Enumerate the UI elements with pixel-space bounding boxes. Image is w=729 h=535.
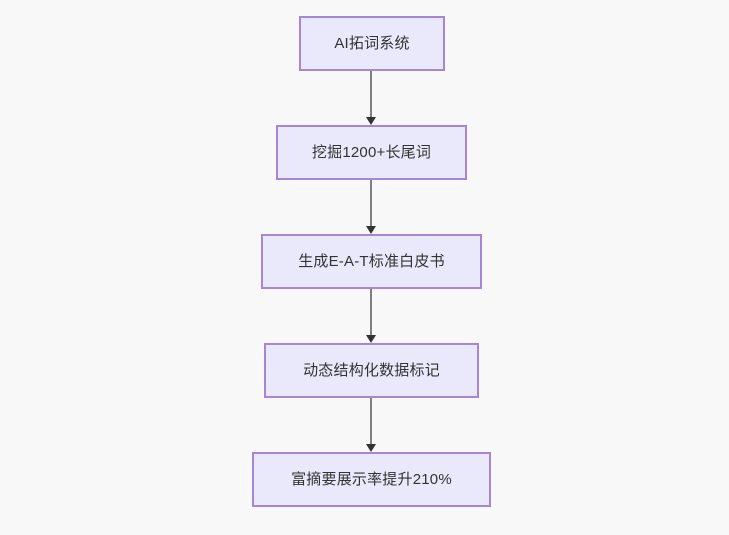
flow-node-label: AI拓词系统 [334, 35, 410, 52]
flow-node-1[interactable]: AI拓词系统 [299, 16, 445, 71]
flow-node-label: 动态结构化数据标记 [303, 362, 440, 379]
flow-node-label: 富摘要展示率提升210% [291, 471, 452, 488]
edge-line [370, 398, 372, 444]
flow-node-label: 生成E-A-T标准白皮书 [298, 253, 445, 270]
edge-line [370, 180, 372, 226]
arrowhead-icon [366, 226, 376, 234]
edge-line [370, 289, 372, 335]
flow-node-label: 挖掘1200+长尾词 [311, 144, 432, 161]
flow-node-2[interactable]: 挖掘1200+长尾词 [276, 125, 467, 180]
flow-node-3[interactable]: 生成E-A-T标准白皮书 [261, 234, 482, 289]
arrowhead-icon [366, 444, 376, 452]
arrowhead-icon [366, 335, 376, 343]
arrowhead-icon [366, 117, 376, 125]
flow-node-4[interactable]: 动态结构化数据标记 [264, 343, 479, 398]
flow-node-5[interactable]: 富摘要展示率提升210% [252, 452, 491, 507]
edge-line [370, 71, 372, 117]
